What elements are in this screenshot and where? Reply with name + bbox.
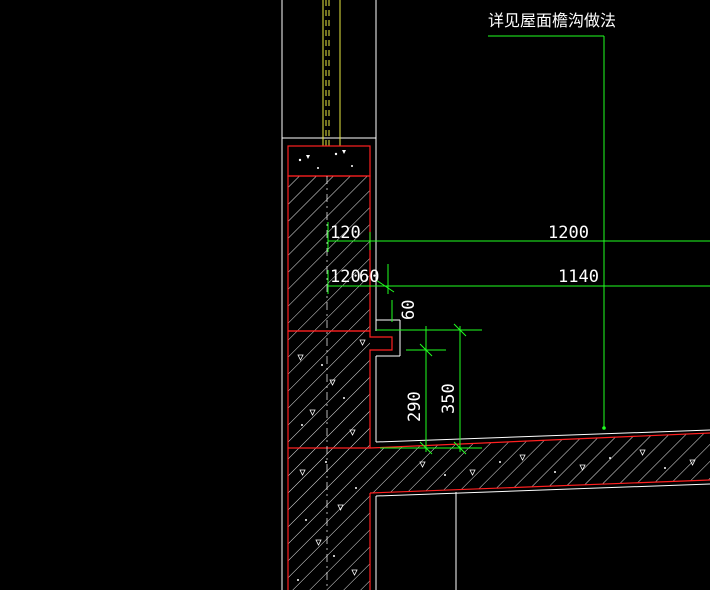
window-frame-lines bbox=[322, 0, 341, 146]
dim-mid-mid: 60 bbox=[359, 267, 379, 287]
dim-notch: 60 bbox=[399, 300, 419, 320]
dim-mid-span: 1140 bbox=[558, 267, 599, 287]
dim-top-span: 1200 bbox=[548, 223, 589, 243]
wall-outline bbox=[281, 0, 710, 590]
annotation-text: 详见屋面檐沟做法 bbox=[488, 11, 616, 30]
leader-dot bbox=[602, 426, 606, 430]
dim-inner-height: 290 bbox=[405, 391, 425, 422]
concrete-wall-lower bbox=[287, 330, 393, 590]
dim-top-left: 120 bbox=[330, 223, 361, 243]
dimension-lines bbox=[327, 35, 710, 455]
masonry-wall-upper bbox=[287, 175, 371, 332]
dim-outer-height: 350 bbox=[439, 383, 459, 414]
dim-mid-left: 120 bbox=[330, 267, 361, 287]
